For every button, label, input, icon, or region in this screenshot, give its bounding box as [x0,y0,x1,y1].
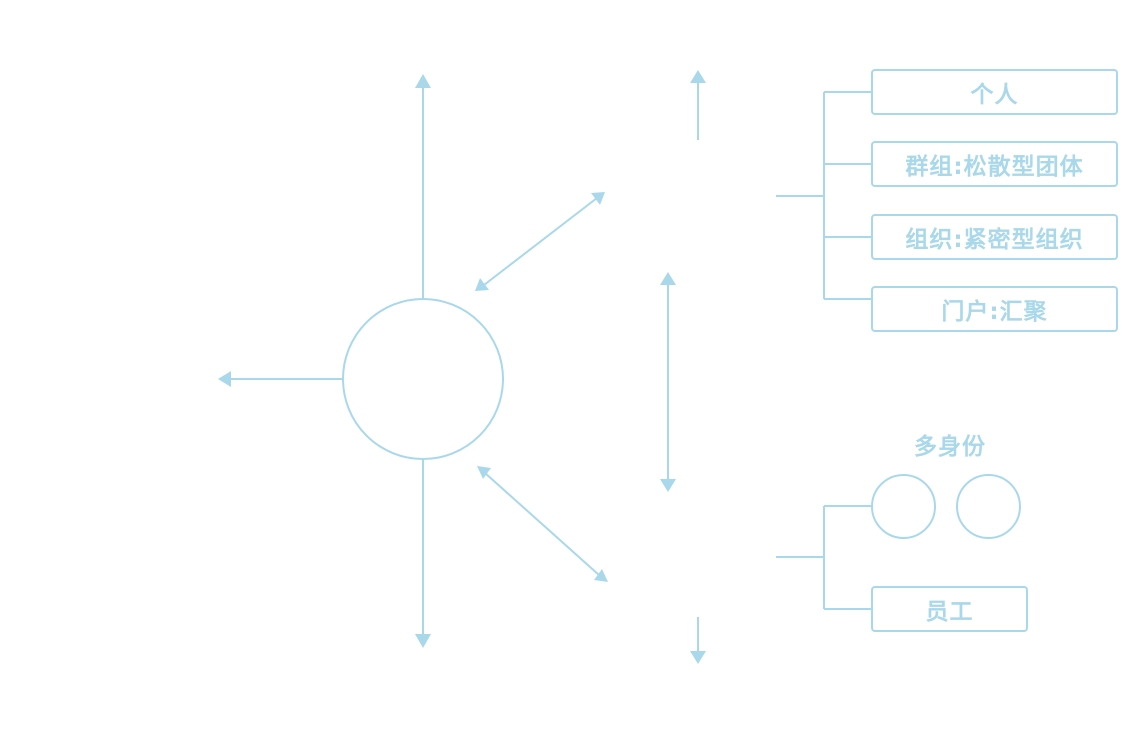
label-employee: 员工 [925,599,974,625]
label-individual: 个人 [970,82,1019,108]
arrow-middle-vertical [660,272,676,492]
arrow-down-from-hub [415,459,431,648]
label-box-organization: 组织:紧密型组织 [871,214,1118,260]
hub-circle [342,298,504,460]
label-box-employee: 员工 [871,586,1028,632]
label-box-group: 群组:松散型团体 [871,141,1118,187]
identity-circle-icon-1 [871,474,936,539]
arrow-bottom-right-down [690,617,706,664]
label-box-individual: 个人 [871,69,1118,115]
arrow-top-right-up [690,70,706,140]
label-portal: 门户:汇聚 [941,299,1048,325]
arrow-up-from-hub [415,74,431,299]
arrow-hub-lower-right [477,466,608,582]
label-group: 群组:松散型团体 [905,154,1084,180]
label-box-portal: 门户:汇聚 [871,286,1118,332]
arrow-hub-upper-right [475,192,605,291]
lower-bracket-connector [776,505,872,610]
upper-bracket-connector [776,91,872,300]
identity-circle-icon-2 [956,474,1021,539]
label-organization: 组织:紧密型组织 [905,227,1084,253]
arrow-left-from-hub [218,371,343,387]
multi-identity-caption: 多身份 [914,434,986,460]
